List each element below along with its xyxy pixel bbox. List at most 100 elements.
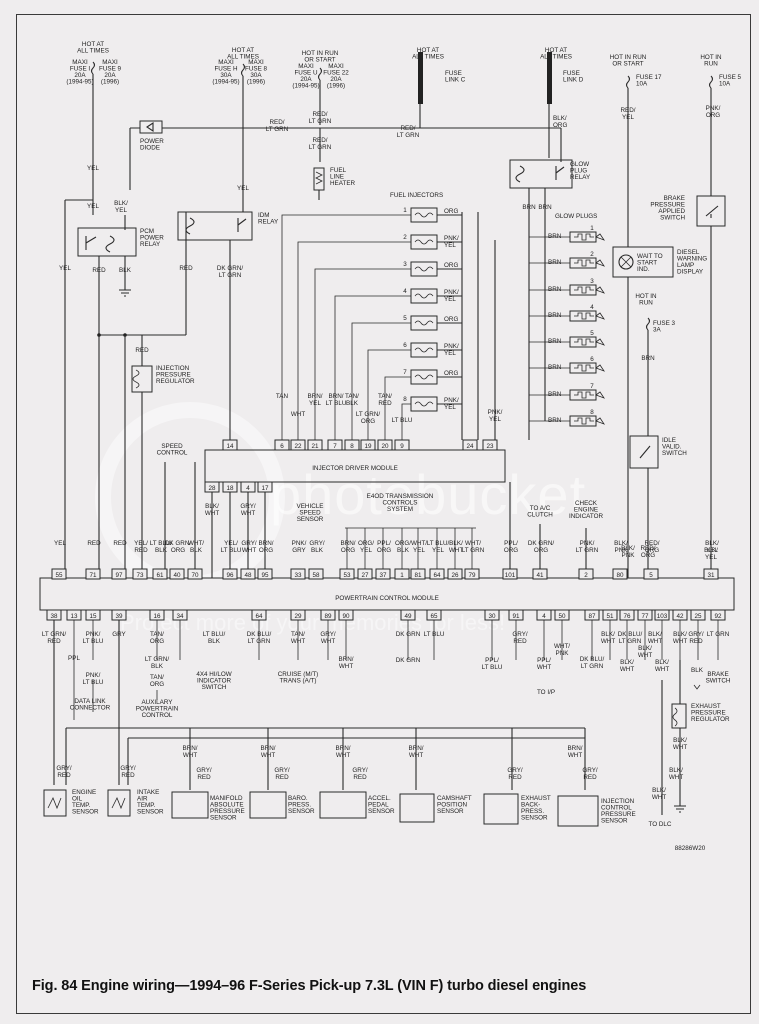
wire-label: RED [508,774,522,781]
component-label: FUEL INJECTORS [390,192,443,199]
wire-label: YEL [489,416,501,423]
glow-plug-icon [574,364,594,372]
wire-label: BLK/ [673,737,687,744]
fuse-label: FUSE H [214,66,238,73]
glow-plug-icon [574,417,594,425]
wire-label: BRN [548,233,562,240]
component-label: SYSTEM [387,506,413,513]
fuse-icon [645,317,651,331]
pin-number: 23 [486,443,494,450]
wire-label: YEL [432,547,444,554]
thermistor-icon [111,797,126,810]
wire-label: BLK [346,400,359,407]
component-label: ENGINE [72,789,96,796]
hot-label: OR START [612,61,643,68]
hot-label: HOT AT [232,47,254,54]
junction-dot [97,333,101,337]
wire-label: YEL [309,400,321,407]
wire-label: BRN/ [328,393,343,400]
pcm-pin [290,568,306,580]
hot-label: HOT IN RUN [610,54,647,61]
pin-number: 89 [324,613,332,620]
wire-label: GRY/ [688,631,704,638]
wire-label: RED [353,774,367,781]
watermark-text: photobucket [270,463,587,526]
component-label: LAMP [677,262,694,269]
fuse-label: 30A [220,72,232,79]
fuel-heater [313,167,325,191]
wire-label: GRY/ [582,767,598,774]
wire-label: ORG [444,316,458,323]
wire-label: PNK [556,650,570,657]
wire-label: PNK/ [580,540,595,547]
wire-label: ORG [444,370,458,377]
pin-number: 79 [468,572,476,579]
component-label: DISPLAY [677,269,704,276]
fuse-label: MAXI [298,63,314,70]
wire-label: ORG [645,547,659,554]
wire-label: TAN/ [345,393,359,400]
component-label: TRANS (A/T) [279,678,316,685]
component-label: PCM [140,228,154,235]
wire-label: PNK [622,552,636,559]
pin-number: 42 [676,613,684,620]
wire-label: BLK/ [601,631,615,638]
pcm-pin [257,568,273,580]
wire-label: ORG [259,547,273,554]
wire-label: GRY/ [56,765,72,772]
pcm-pin [152,568,168,580]
wire-label: YEL [413,547,425,554]
component-label: POWER [140,235,164,242]
component-label: WARNING [677,256,707,263]
fuse-label: FUSE U [294,70,318,77]
wire-label: PNK/ [292,540,307,547]
wire-label: RED [513,638,527,645]
wire-label: BRN [548,417,562,424]
pin-number: 95 [261,572,269,579]
pcm-pin [532,568,548,580]
wire-label: LT GRN [309,144,332,151]
wire-label: LT BLU [221,547,242,554]
pin-number: 61 [156,572,164,579]
fuse-label: 20A [104,72,116,79]
component-label: INDICATOR [569,513,604,520]
wire-label: RED [134,547,148,554]
idm-pin [222,439,238,451]
fuse-label: (1994-95) [212,79,239,86]
pin-number: 64 [255,613,263,620]
pcm-pin [703,568,719,580]
component-label: CONTROL [142,712,173,719]
component-label: POSITION [437,802,468,809]
wire-label: YEL [444,404,456,411]
injector-coil-icon [414,374,434,380]
wire-label: RED [92,267,106,274]
pcm-pin [111,568,127,580]
fuse-label: MAXI [248,59,264,66]
fuse-label: (1994-95) [292,83,319,90]
component-label: FUEL [330,167,347,174]
wire-label: YEL/ [134,540,148,547]
component-label: 4X4 HI/LOW [196,671,231,678]
wire-label: BRN [548,286,562,293]
idm-pin [482,439,498,451]
glow-plug-tip [595,312,606,320]
pcm-pin [447,568,463,580]
wire-label: BRN/ [335,745,350,752]
wire-label: PPL/ [537,657,551,664]
component-label: PRESSURE [210,808,245,815]
injector-feed-wire [334,295,411,440]
wire-label: GRY/ [120,765,136,772]
pin-number: 20 [381,443,389,450]
component-label: DIESEL [677,249,700,256]
wire-label: WHT [601,638,615,645]
wire-label: RED [378,400,392,407]
idle-validation-switch [629,435,659,469]
pin-number: 4 [542,613,546,620]
pin-number: 81 [414,572,422,579]
relay-icon [85,235,115,253]
pin-number: 7 [333,443,337,450]
injector-feed-wire [351,322,411,440]
hot-label: HOT AT [417,47,439,54]
fuse-icon [625,75,631,89]
pin-number: 15 [89,613,97,620]
